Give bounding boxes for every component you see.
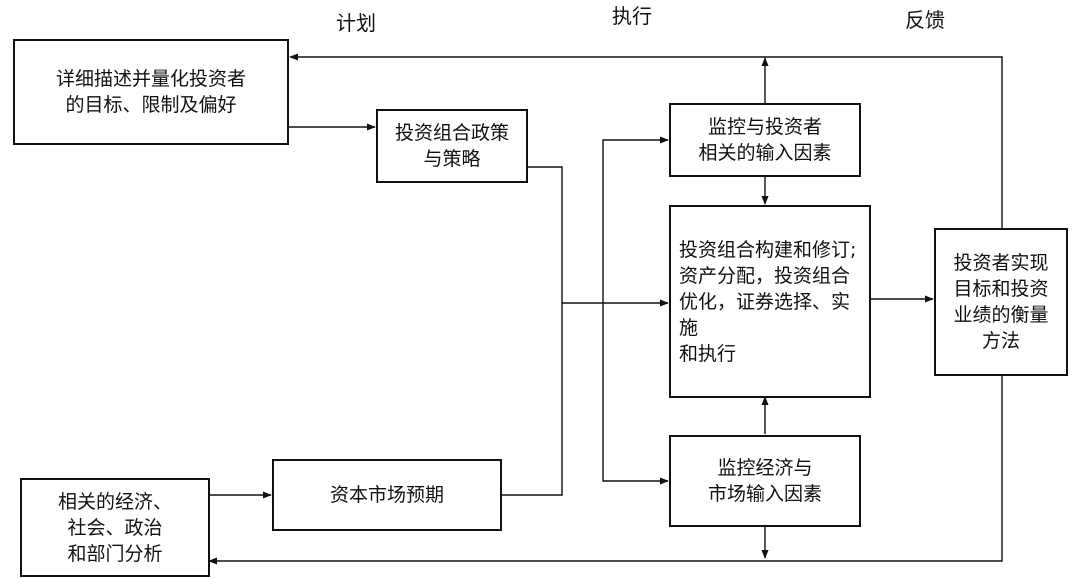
box-performance-measurement: 投资者实现 目标和投资 业绩的衡量 方法 <box>934 228 1068 376</box>
box-economic-analysis: 相关的经济、 社会、政治 和部门分析 <box>20 478 210 577</box>
line-policy-to-junction <box>528 166 563 303</box>
feedback-loop-top <box>289 53 1003 228</box>
arrow-to-monitor-economic <box>602 303 669 485</box>
header-feedback: 反馈 <box>905 8 945 32</box>
box-performance-measurement-text: 投资者实现 目标和投资 业绩的衡量 方法 <box>953 252 1049 352</box>
arrow-to-monitor-investor <box>602 136 669 303</box>
box-monitor-economic: 监控经济与 市场输入因素 <box>669 435 861 527</box>
box-investor-objectives: 详细描述并量化投资者 的目标、限制及偏好 <box>13 39 289 145</box>
box-portfolio-construction: 投资组合构建和修订; 资产分配，投资组合 优化，证券选择、实施 和执行 <box>669 205 871 398</box>
box-monitor-investor-text: 监控与投资者 相关的输入因素 <box>698 116 832 164</box>
header-execute: 执行 <box>612 4 652 28</box>
box-monitor-economic-text: 监控经济与 市场输入因素 <box>707 457 822 505</box>
feedback-loop-bottom <box>208 375 1003 565</box>
box-monitor-investor: 监控与投资者 相关的输入因素 <box>669 103 861 177</box>
box-policy-strategy-text: 投资组合政策 与策略 <box>394 122 509 170</box>
line-capital-to-junction <box>502 303 563 496</box>
box-policy-strategy: 投资组合政策 与策略 <box>376 109 528 183</box>
box-portfolio-construction-text: 投资组合构建和修订; 资产分配，投资组合 优化，证券选择、实施 和执行 <box>679 238 857 365</box>
box-capital-market-expectations: 资本市场预期 <box>272 459 502 531</box>
box-capital-market-expectations-text: 资本市场预期 <box>329 484 444 506</box>
box-economic-analysis-text: 相关的经济、 社会、政治 和部门分析 <box>57 490 172 565</box>
box-investor-objectives-text: 详细描述并量化投资者 的目标、限制及偏好 <box>55 68 246 116</box>
header-plan: 计划 <box>336 11 376 35</box>
